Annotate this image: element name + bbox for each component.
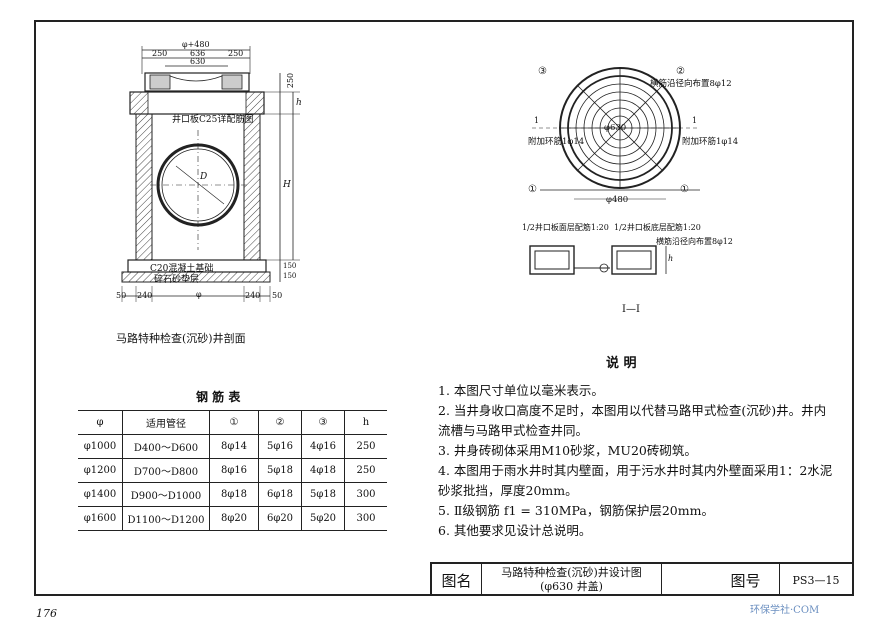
table-cell: 6φ18 [258, 482, 302, 507]
table-cell: 4φ18 [301, 458, 345, 483]
label-radial-bars: 横筋沿径向布置8φ12 [650, 79, 732, 89]
title-block-number-label: 图号 [712, 564, 780, 596]
dim-top-left: 250 [152, 49, 168, 58]
section-mark-right: 1 [692, 116, 698, 125]
table-cell: 8φ14 [209, 434, 259, 459]
note-item: 4. 本图用于雨水井时其内壁面，用于污水井时其内外壁面采用1：2水泥砂浆批挡，厚… [438, 463, 833, 498]
table-cell: 4φ16 [301, 434, 345, 459]
note-item: 6. 其他要求见设计总说明。 [438, 523, 592, 538]
title-block-name-label: 图名 [432, 564, 482, 596]
notes-title: 说 明 [606, 356, 637, 371]
table-header: ① [209, 410, 259, 435]
table-row: φ1400 D900～D1000 8φ18 6φ18 5φ18 300 [78, 482, 387, 507]
table-cell: 250 [344, 458, 387, 483]
table-cell: 5φ18 [301, 482, 345, 507]
section-I-I-drawing [529, 245, 667, 275]
dim-top-630: 630 [190, 57, 206, 66]
table-header: φ [78, 410, 123, 435]
label-gravel: 碎石砂垫层 [154, 275, 200, 285]
table-header-row: φ 适用管径 ① ② ③ h [78, 410, 387, 435]
table-row: φ1600 D1100～D1200 8φ20 6φ20 5φ20 300 [78, 506, 387, 531]
table-cell: 8φ18 [209, 482, 259, 507]
section-caption: 马路特种检查(沉砂)井剖面 [116, 332, 246, 345]
title-block-drawing-number: PS3—15 [792, 573, 840, 587]
watermark-text: 环保学社·COM [750, 605, 820, 616]
label-pipe-d: D [200, 172, 208, 182]
title-block-drawing-name: 马路特种检查(沉砂)井设计图 (φ630 井盖) [482, 564, 662, 596]
table-cell: 6φ20 [258, 506, 302, 531]
dim-bottom-240l: 240 [137, 291, 153, 300]
label-phi630: φ630 [604, 123, 627, 133]
note-item: 1. 本图尺寸单位以毫米表示。 [438, 383, 604, 398]
note-item: 3. 井身砖砌体采用M10砂浆，MU20砖砌筑。 [438, 443, 697, 458]
table-cell: 250 [344, 434, 387, 459]
table-cell: 300 [344, 506, 387, 531]
dim-right-250: 250 [286, 72, 296, 89]
callout-1-right: ① [680, 184, 689, 195]
section-mark-left: 1 [534, 116, 540, 125]
rebar-table-title: 钢 筋 表 [196, 390, 241, 404]
notes-list: 1. 本图尺寸单位以毫米表示。 2. 当井身收口高度不足时，本图用以代替马路甲式… [438, 381, 838, 541]
label-ring-right: 附加环筋1φ14 [682, 137, 739, 147]
label-ring-left: 附加环筋1φ14 [528, 137, 585, 147]
table-cell: D700～D800 [122, 458, 210, 483]
table-cell: 8φ16 [209, 458, 259, 483]
title-block: 图名 马路特种检查(沉砂)井设计图 (φ630 井盖) 图号 PS3—15 [430, 562, 854, 596]
table-cell: D1100～D1200 [122, 506, 210, 531]
dim-right-H: H [283, 180, 291, 190]
table-cell: φ1200 [78, 458, 123, 483]
rebar-table: φ 适用管径 ① ② ③ h φ1000 D400～D600 8φ14 5φ16… [78, 410, 387, 531]
drawing-name-line2: (φ630 井盖) [540, 580, 603, 593]
dim-bottom-50r: 50 [272, 291, 283, 300]
plan-view-drawing [532, 67, 700, 200]
table-cell: 8φ20 [209, 506, 259, 531]
note-item: 5. Ⅱ级钢筋 f1 = 310MPa，钢筋保护层20mm。 [438, 503, 714, 518]
table-cell: 5φ20 [301, 506, 345, 531]
dim-right-150a: 150 [283, 262, 297, 270]
table-cell: φ1400 [78, 482, 123, 507]
table-header: h [344, 410, 387, 435]
dim-right-h: h [296, 98, 302, 108]
table-row: φ1000 D400～D600 8φ14 5φ16 4φ16 250 [78, 434, 387, 459]
table-header: 适用管径 [122, 410, 210, 435]
table-cell: D400～D600 [122, 434, 210, 459]
page-number: 176 [36, 607, 57, 620]
table-cell: φ1600 [78, 506, 123, 531]
section-I-I-title: I—I [622, 304, 640, 315]
dim-bottom-50l: 50 [116, 291, 127, 300]
label-h-section: h [668, 254, 674, 263]
table-cell: 5φ16 [258, 434, 302, 459]
label-radial-bars-2: 横筋沿径向布置8φ12 [656, 237, 733, 246]
dim-top-overall: φ+480 [182, 40, 210, 49]
callout-3: ③ [538, 66, 547, 77]
table-header: ② [258, 410, 302, 435]
label-base: C20混凝土基础 [150, 264, 214, 274]
table-cell: 300 [344, 482, 387, 507]
label-slab: 井口板C25详配筋图 [172, 115, 254, 125]
note-item: 2. 当井身收口高度不足时，本图用以代替马路甲式检查(沉砂)井。井内流槽与马路甲… [438, 403, 827, 438]
callout-1-left: ① [528, 184, 537, 195]
drawing-frame [34, 20, 854, 596]
table-cell: D900～D1000 [122, 482, 210, 507]
table-cell: 5φ18 [258, 458, 302, 483]
label-phi480: φ480 [606, 195, 629, 205]
label-half-bottom: 1/2井口板底层配筋1:20 [614, 223, 701, 232]
label-half-top: 1/2井口板面层配筋1:20 [522, 223, 609, 232]
dim-bottom-phi: φ [196, 290, 202, 299]
dim-top-right: 250 [228, 49, 244, 58]
section-view-drawing [121, 46, 300, 302]
drawing-name-line1: 马路特种检查(沉砂)井设计图 [501, 566, 642, 579]
dim-right-150b: 150 [283, 272, 297, 280]
dim-top-636: 636 [190, 49, 206, 58]
table-cell: φ1000 [78, 434, 123, 459]
table-row: φ1200 D700～D800 8φ16 5φ18 4φ18 250 [78, 458, 387, 483]
callout-2: ② [676, 66, 685, 77]
table-header: ③ [301, 410, 345, 435]
dim-bottom-240r: 240 [245, 291, 261, 300]
